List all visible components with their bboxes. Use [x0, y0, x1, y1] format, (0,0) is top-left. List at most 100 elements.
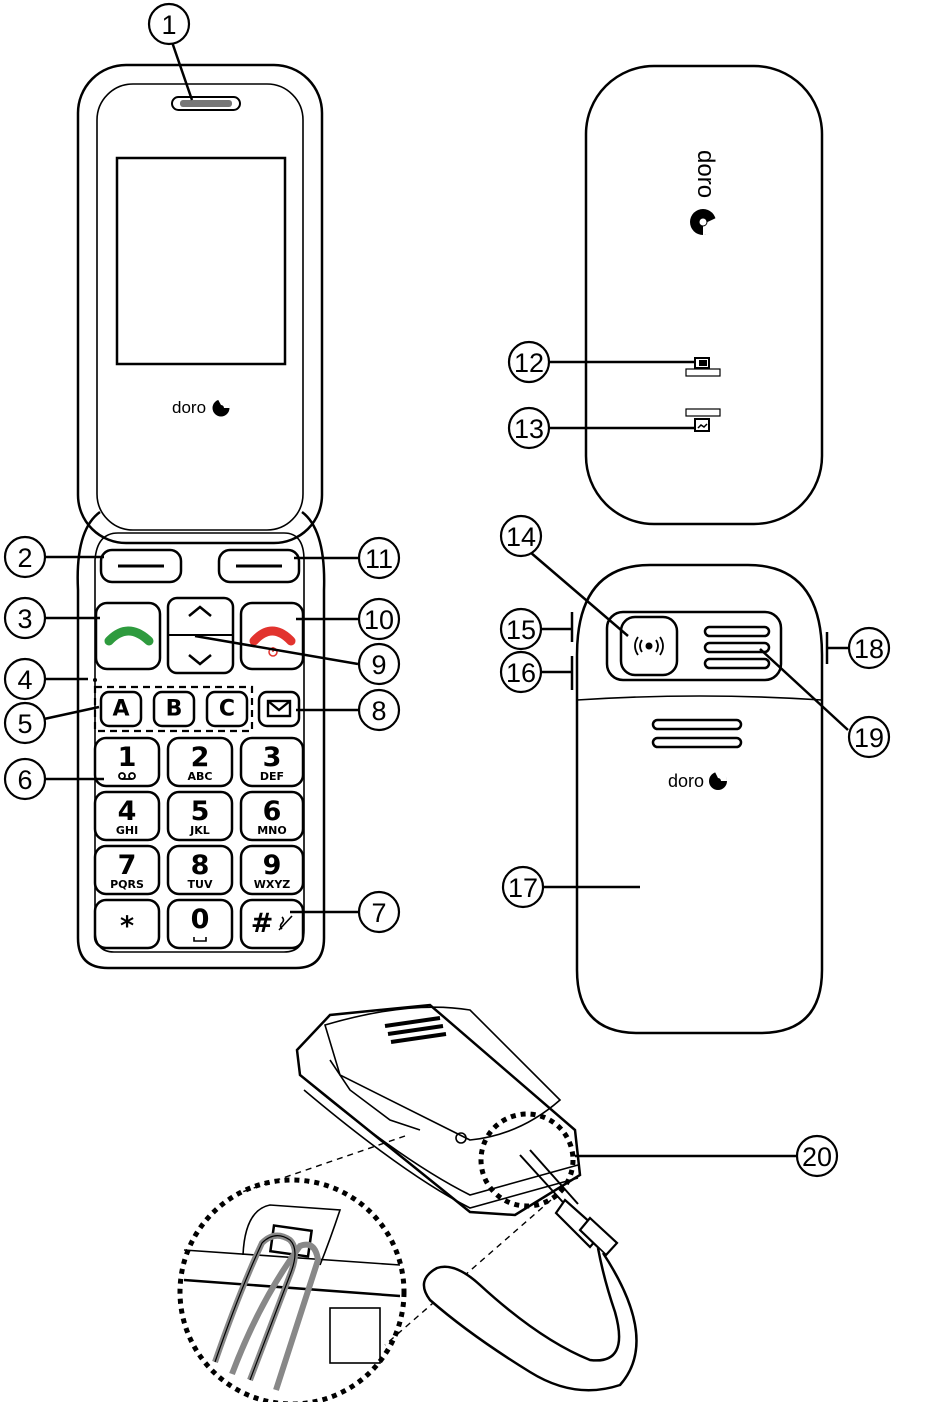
callout-1: 1	[149, 4, 189, 44]
svg-text:TUV: TUV	[188, 878, 213, 891]
svg-text:15: 15	[506, 615, 536, 645]
silent-mode-icon	[279, 916, 292, 930]
callout-2: 2	[5, 537, 45, 577]
svg-text:MNO: MNO	[257, 824, 287, 837]
battery-indicator-icon	[695, 358, 709, 368]
key-1[interactable]: 1	[95, 738, 159, 786]
callout-10: 10	[359, 599, 399, 639]
speed-dial-b[interactable]: B	[154, 692, 194, 726]
lanyard-icon	[424, 1150, 637, 1390]
svg-text:8: 8	[191, 850, 210, 881]
indicator-slot-1	[686, 369, 720, 376]
lid-back: doro	[586, 66, 822, 524]
svg-text:6: 6	[17, 765, 32, 795]
speed-dial-c[interactable]: C	[207, 692, 247, 726]
svg-text:2: 2	[17, 543, 32, 573]
svg-text:3: 3	[17, 604, 32, 634]
sos-button[interactable]	[621, 617, 677, 675]
callout-15: 15	[501, 609, 541, 649]
svg-text:1: 1	[118, 742, 137, 773]
svg-text:20: 20	[802, 1142, 832, 1172]
voicemail-icon	[119, 773, 135, 779]
microphone-dot	[93, 678, 97, 682]
callout-8: 8	[359, 690, 399, 730]
svg-text:WXYZ: WXYZ	[254, 878, 291, 891]
sos-icon	[635, 637, 663, 655]
svg-text:GHI: GHI	[116, 824, 138, 837]
key-7[interactable]: 7 PQRS	[95, 846, 159, 894]
end-call-button[interactable]	[241, 603, 303, 669]
callout-11: 11	[359, 538, 399, 578]
callout-3: 3	[5, 598, 45, 638]
key-9[interactable]: 9 WXYZ	[241, 846, 303, 894]
envelope-icon	[268, 701, 290, 716]
doro-logo-icon	[690, 209, 717, 235]
svg-text:DEF: DEF	[260, 770, 284, 783]
zoom-detail-contents	[184, 1205, 400, 1390]
grille-slot-1	[653, 720, 741, 729]
svg-text:16: 16	[506, 658, 536, 688]
svg-text:ABC: ABC	[188, 770, 213, 783]
svg-text:11: 11	[365, 544, 393, 574]
svg-text:4: 4	[17, 665, 32, 695]
svg-text:#: #	[251, 908, 274, 939]
battery-cover-edge	[577, 696, 822, 700]
svg-text:2: 2	[191, 742, 210, 773]
callout-17: 17	[503, 867, 543, 907]
svg-text:7: 7	[118, 850, 137, 881]
front-phone-lid: doro	[78, 65, 322, 543]
callout-9: 9	[359, 644, 399, 684]
callout-19: 19	[849, 717, 889, 757]
space-icon	[194, 937, 206, 941]
key-2[interactable]: 2 ABC	[168, 738, 232, 786]
message-button[interactable]	[259, 692, 299, 726]
speed-dial-a[interactable]: A	[101, 692, 141, 726]
key-5[interactable]: 5 JKL	[168, 792, 232, 840]
leader-lines	[44, 42, 850, 1156]
callout-4: 4	[5, 659, 45, 699]
svg-text:8: 8	[371, 696, 386, 726]
svg-text:18: 18	[854, 634, 884, 664]
call-button[interactable]	[96, 603, 160, 669]
svg-text:9: 9	[371, 650, 386, 680]
svg-text:5: 5	[191, 796, 210, 827]
call-icon	[109, 631, 149, 641]
callout-6: 6	[5, 759, 45, 799]
indicator-slot-2	[686, 409, 720, 416]
callout-20: 20	[797, 1136, 837, 1176]
svg-text:3: 3	[263, 742, 282, 773]
camera-module	[607, 612, 781, 680]
callout-12: 12	[509, 342, 549, 382]
svg-text:13: 13	[514, 414, 544, 444]
svg-text:1: 1	[161, 10, 176, 40]
rear-speaker-icon	[705, 627, 769, 668]
key-6[interactable]: 6 MNO	[241, 792, 303, 840]
svg-text:10: 10	[364, 605, 394, 635]
svg-text:9: 9	[263, 850, 282, 881]
key-3[interactable]: 3 DEF	[241, 738, 303, 786]
message-indicator-icon	[695, 419, 709, 431]
callout-7: 7	[359, 892, 399, 932]
phone-back: doro	[572, 565, 827, 1033]
svg-text:4: 4	[118, 796, 137, 827]
doro-logo-icon	[709, 771, 727, 790]
svg-text:7: 7	[371, 898, 386, 928]
svg-text:0: 0	[191, 904, 210, 935]
key-star[interactable]: *	[95, 900, 159, 948]
nav-up-icon	[189, 607, 211, 616]
key-0[interactable]: 0	[168, 900, 232, 948]
svg-text:*: *	[120, 911, 134, 942]
nav-down-icon	[189, 655, 211, 664]
key-8[interactable]: 8 TUV	[168, 846, 232, 894]
key-hash[interactable]: #	[241, 900, 303, 948]
svg-text:12: 12	[514, 348, 544, 378]
logo-text-back: doro	[668, 771, 704, 791]
callout-14: 14	[501, 516, 541, 556]
svg-text:6: 6	[263, 796, 282, 827]
callout-18: 18	[849, 628, 889, 668]
key-4[interactable]: 4 GHI	[95, 792, 159, 840]
svg-text:19: 19	[854, 723, 884, 753]
svg-text:A: A	[112, 697, 129, 722]
